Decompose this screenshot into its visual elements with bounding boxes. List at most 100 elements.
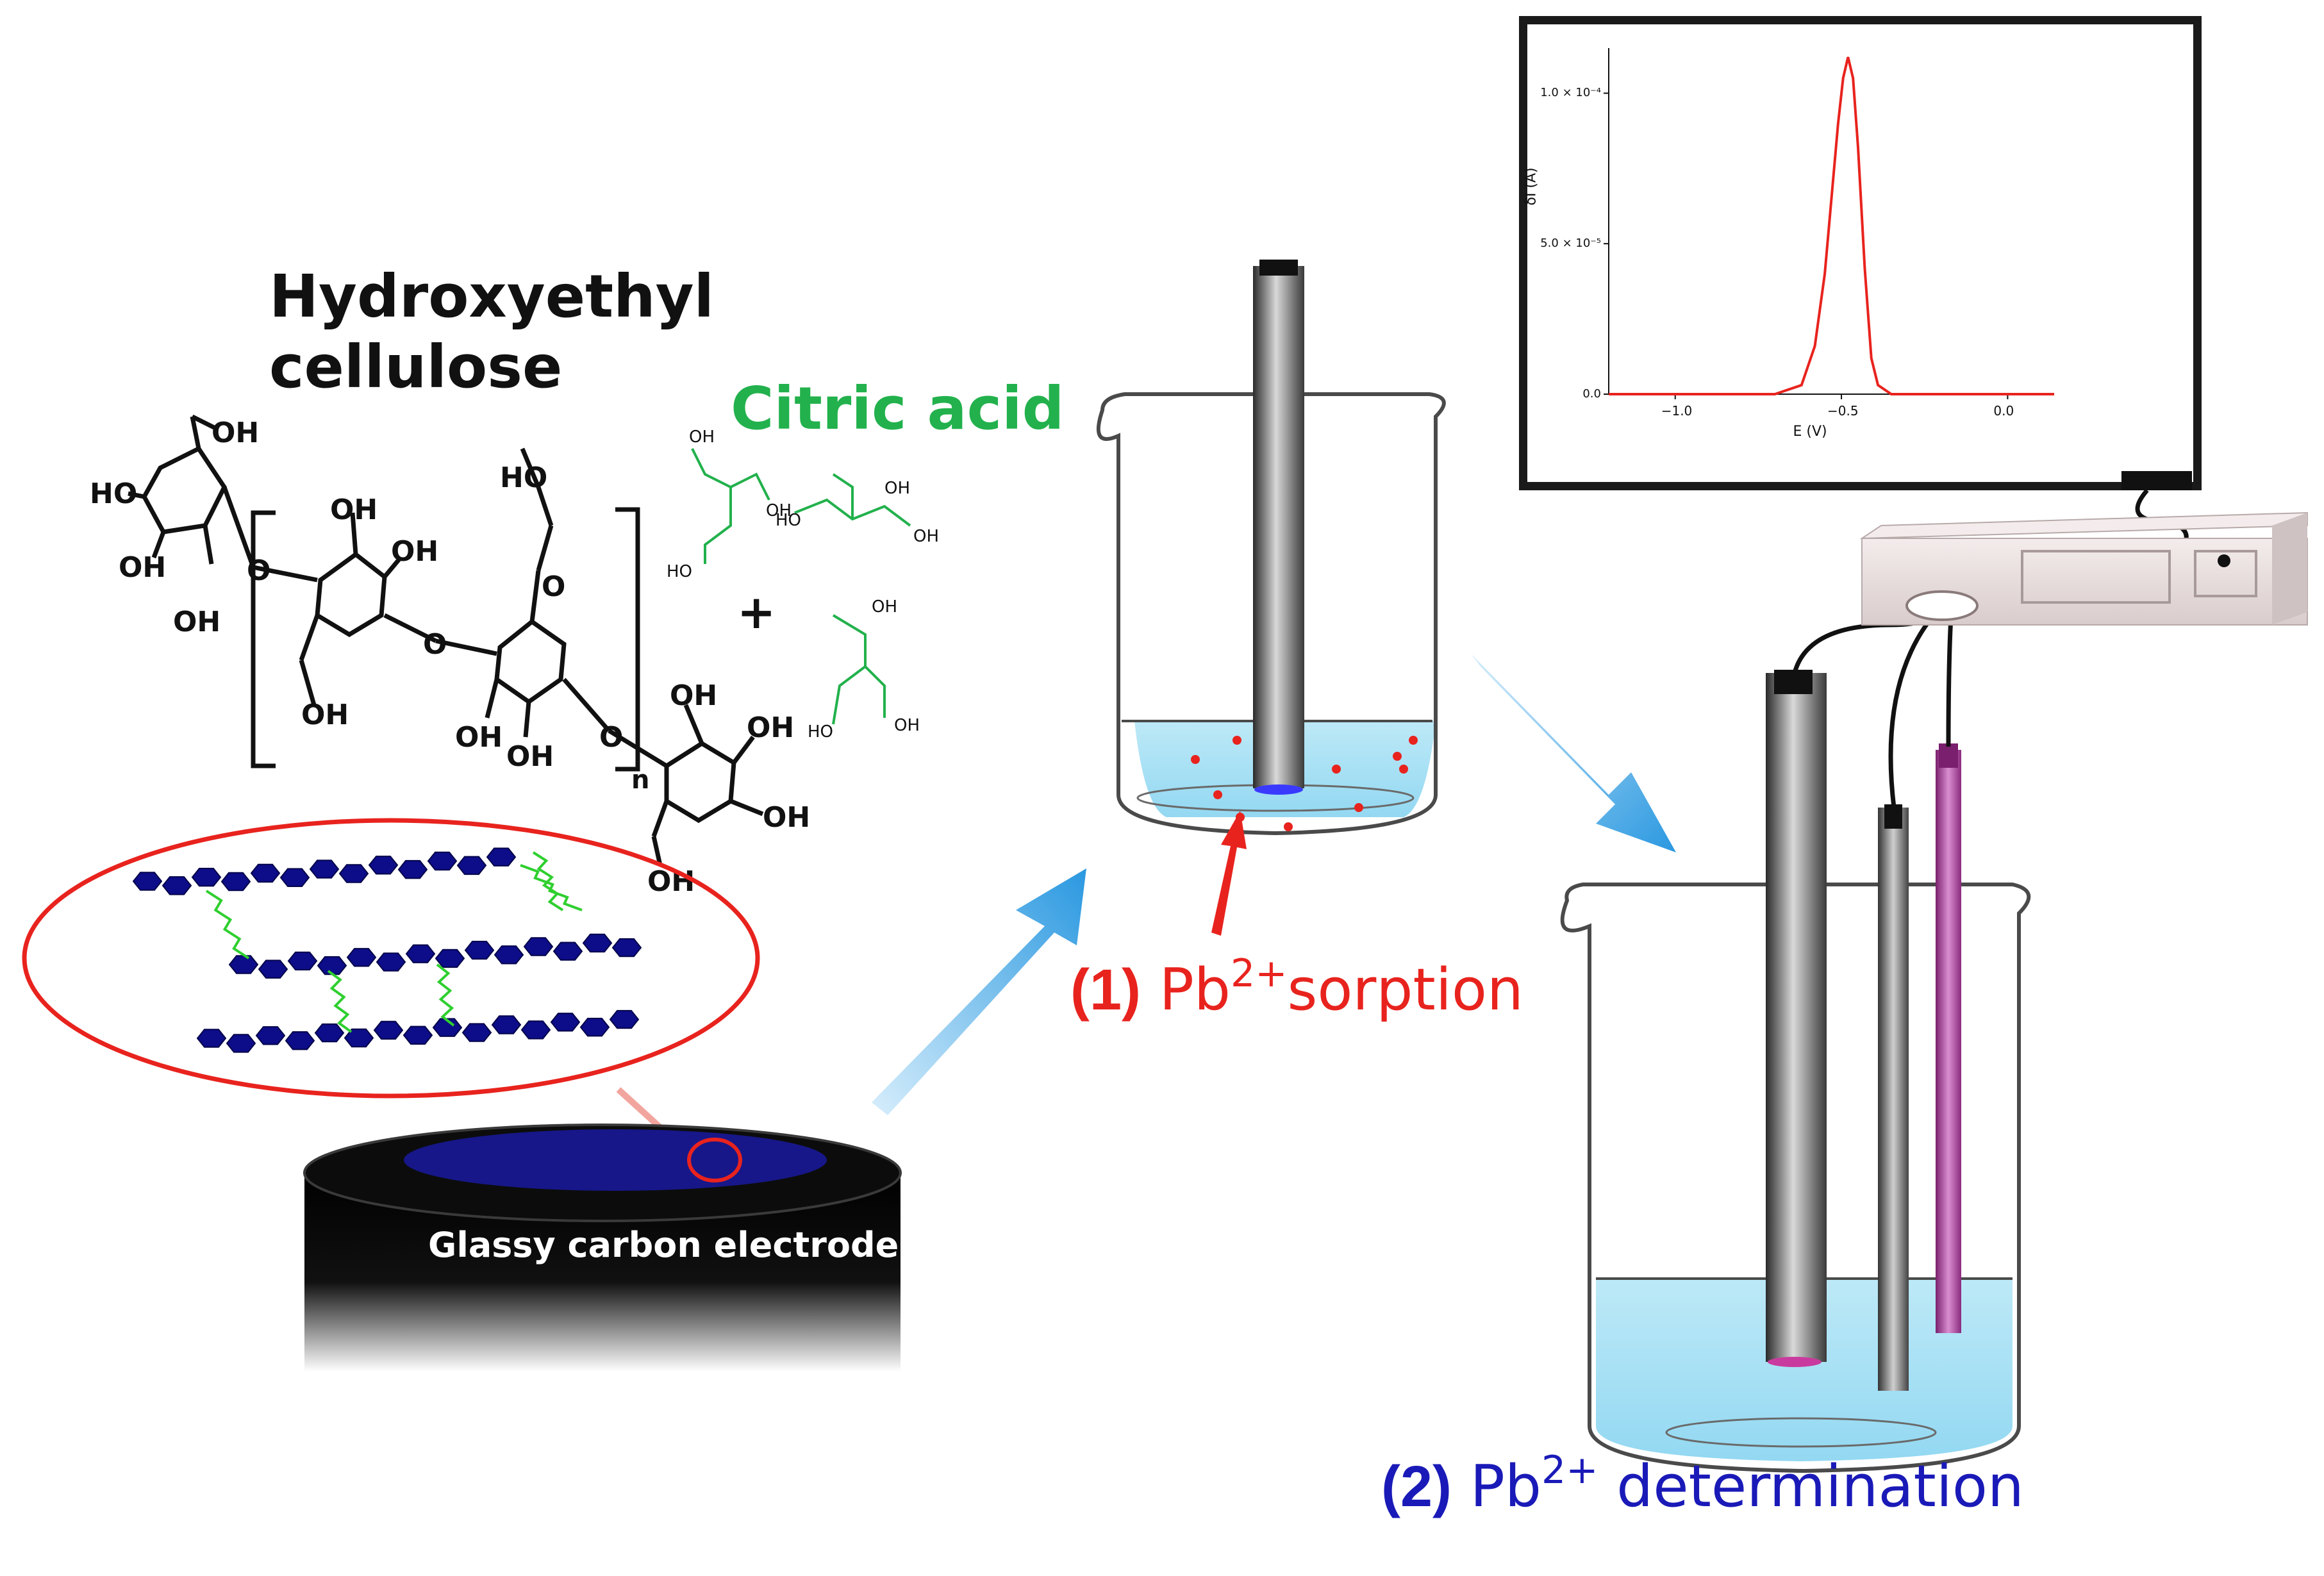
monitor-screen [1527,24,2193,482]
citric-label-oh: OH [766,501,792,520]
crosslink-0 [205,890,250,959]
x-tick-label: 0.0 [1993,403,2014,419]
step-2-text: determination [1598,1453,2024,1520]
network-hexagon-32 [344,1028,374,1048]
network-hexagon-40 [579,1018,610,1037]
beaker-sorption [1096,260,1446,836]
series-line-0 [1609,56,2054,395]
network-hexagon-2 [191,868,222,887]
network-hexagon-38 [520,1020,551,1040]
network-hexagon-23 [523,937,554,956]
citric-label-ho: HO [776,511,801,530]
step-1-number: (1) [1070,958,1141,1022]
network-hexagon-22 [494,945,524,965]
hec-label-o: O [423,628,447,661]
y-tick-label: 0.0 [1582,387,1601,401]
hec-label-ho: HO [90,477,137,510]
hec-title: Hydroxyethyl cellulose [269,261,714,403]
network-hexagon-9 [397,859,428,879]
network-hexagon-21 [464,940,495,960]
citric-label-oh: OH [689,427,715,447]
network-hexagon-41 [609,1009,640,1029]
network-hexagon-11 [456,856,487,875]
network-hexagon-13 [228,955,259,974]
step-2-number: (2) [1381,1455,1452,1519]
hec-title-line1: Hydroxyethyl [269,262,715,331]
y-tick-label: 5.0 × 10⁻⁵ [1540,236,1601,251]
network-hexagon-37 [491,1015,522,1034]
network-hexagon-7 [338,864,369,883]
hec-label-oh: OH [173,606,220,638]
network-hexagon-3 [220,872,251,892]
beaker-determination [1560,670,2031,1473]
hec-title-line2: cellulose [269,333,563,402]
network-hexagon-34 [403,1025,433,1045]
step-1-label: (1) Pb2+sorption [1070,954,1523,1022]
network-hexagon-14 [258,959,288,979]
modified-film [404,1129,827,1191]
hec-group-labels: OH HO OH OH O OH OH O OH HO O OH OH O OH… [90,417,810,898]
y-axis-label: δI (A) [1523,167,1540,206]
glucose-ring-1 [142,445,228,535]
hec-label-oh: OH [506,740,554,773]
citric-group-labels: OH HO OH HO OH OH OH OH HO [667,427,939,742]
network-hexagon-8 [368,856,399,875]
hec-label-oh: OH [330,494,378,526]
network-hexagon-24 [552,941,583,961]
step-1-text: sorption [1287,956,1523,1024]
network-hexagon-19 [405,944,436,963]
network-hexagon-20 [435,949,465,968]
network-hexagon-33 [373,1020,404,1040]
hec-structure [128,414,764,866]
hec-label-oh: OH [747,711,794,744]
crosslink-2 [327,970,353,1033]
network-hexagon-29 [255,1026,286,1045]
electrode-label: Glassy carbon electrode [428,1225,899,1265]
network-hexagon-27 [196,1029,227,1048]
arrow-to-determination [1471,654,1676,852]
potentiostat [1859,511,2308,626]
electrode-rod-1 [1253,266,1304,788]
citric-acid-structures [691,448,911,725]
citric-label-ho: HO [667,562,692,581]
reference-electrode [1936,750,1961,1333]
step-1-ion: Pb [1159,956,1231,1024]
citric-label-ho: HO [808,722,833,742]
network-hexagon-6 [309,859,340,879]
citric-label-oh: OH [884,479,910,498]
hec-label-oh: OH [212,417,259,449]
hec-label-o: O [599,721,623,754]
arrow-to-sorption [872,868,1086,1115]
glucose-ring-3 [494,618,567,705]
network-hexagon-0 [132,872,163,891]
step-1-charge: 2+ [1231,951,1288,996]
network-hexagon-26 [611,938,642,958]
hec-label-oh: OH [670,679,717,712]
crosslink-1 [532,851,564,911]
step-2-ion: Pb [1470,1453,1542,1520]
network-zoom-ellipse [22,818,760,1099]
network-hexagon-35 [432,1018,463,1037]
crosslinked-network [132,847,642,1053]
network-hexagon-25 [582,933,613,953]
repeat-subscript-n: n [631,765,649,795]
red-arrow [1211,811,1247,936]
network-hexagon-12 [486,847,517,867]
glucose-ring-4 [664,740,736,824]
counter-electrode [1878,808,1909,1391]
network-hexagon-39 [550,1013,581,1032]
citric-label-oh: OH [894,716,920,735]
crosslink-4 [520,864,583,911]
hec-label-oh: OH [119,551,166,584]
x-axis-label: E (V) [1793,424,1827,440]
bracket-right [615,507,640,772]
network-hexagon-17 [346,948,377,967]
glucose-ring-2 [315,551,387,638]
network-hexagon-5 [279,868,310,887]
crosslink-3 [436,963,455,1027]
network-hexagon-10 [427,851,458,871]
hec-label-oh: OH [391,535,438,568]
network-hexagon-28 [226,1034,256,1053]
bracket-left [251,510,276,768]
